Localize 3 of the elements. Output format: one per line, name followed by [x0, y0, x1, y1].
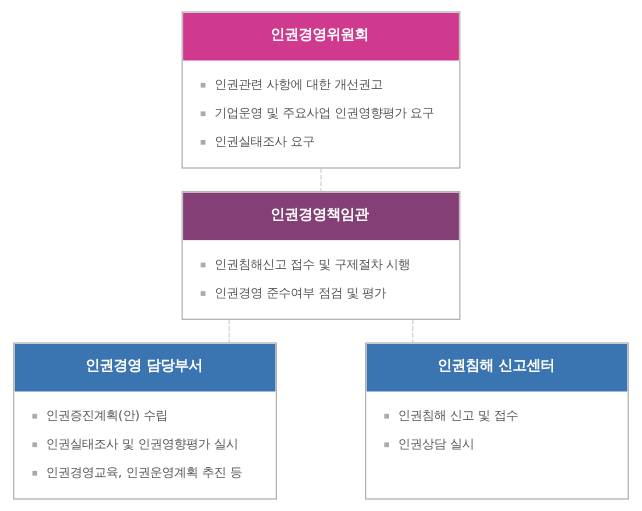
connector — [412, 319, 414, 343]
connector — [320, 168, 322, 192]
connector — [228, 319, 230, 343]
